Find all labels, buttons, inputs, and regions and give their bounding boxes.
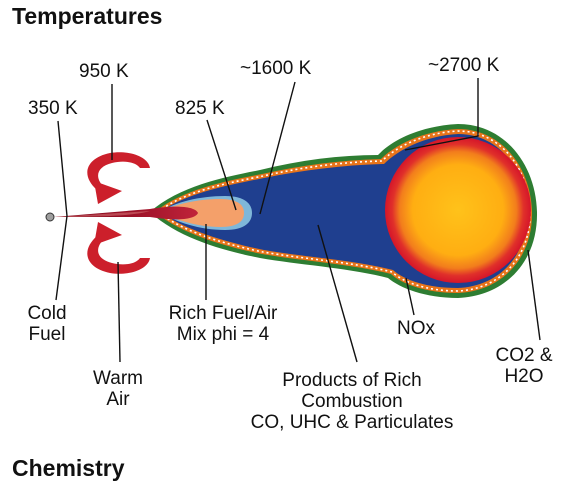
products-line-1: Products of Rich [282,370,422,391]
leader-co2 [527,249,541,341]
temperatures-heading: Temperatures [12,3,163,29]
temp-350-label: 350 K [28,98,78,119]
cold-fuel-label: Cold Fuel [27,303,66,345]
cold-fuel-line-2: Fuel [28,324,66,345]
hot-core [385,137,531,283]
warm-air-label: Warm Air [93,368,143,410]
warm-air-arrow-bottom [87,222,150,274]
rich-mix-line-2: Mix phi = 4 [176,324,270,345]
leader-nox [405,277,415,316]
co2-h2o-label: CO2 & H2O [495,345,552,387]
products-line-3: CO, UHC & Particulates [250,412,454,433]
rich-mix-label: Rich Fuel/Air Mix phi = 4 [169,303,278,345]
nozzle-dot [45,212,55,222]
co2-h2o-line-1: CO2 & [495,345,553,366]
products-label: Products of Rich Combustion CO, UHC & Pa… [251,370,454,433]
leader-2700 [404,78,479,151]
warm-air-line-2: Air [106,389,130,410]
leader-products [317,224,358,363]
leader-825 [206,119,237,211]
temp-825-label: 825 K [175,98,225,119]
rich-mix-line-1: Rich Fuel/Air [168,303,278,324]
products-line-2: Combustion [301,391,403,412]
cold-fuel-line-1: Cold [27,303,67,324]
warm-air-line-1: Warm [93,368,143,389]
leader-warm-air [117,261,121,363]
nox-label: NOx [397,318,435,339]
chemistry-heading: Chemistry [12,455,125,481]
leader-1600 [259,81,296,215]
leader-350 [55,120,68,301]
temp-950-label: 950 K [79,61,129,82]
co2-h2o-line-2: H2O [504,366,544,387]
warm-air-arrow-top [87,152,150,204]
rich-mix-inner [160,199,244,227]
temp-1600-label: ~1600 K [240,58,312,79]
temp-2700-label: ~2700 K [428,55,500,76]
leader-lines [55,78,541,363]
